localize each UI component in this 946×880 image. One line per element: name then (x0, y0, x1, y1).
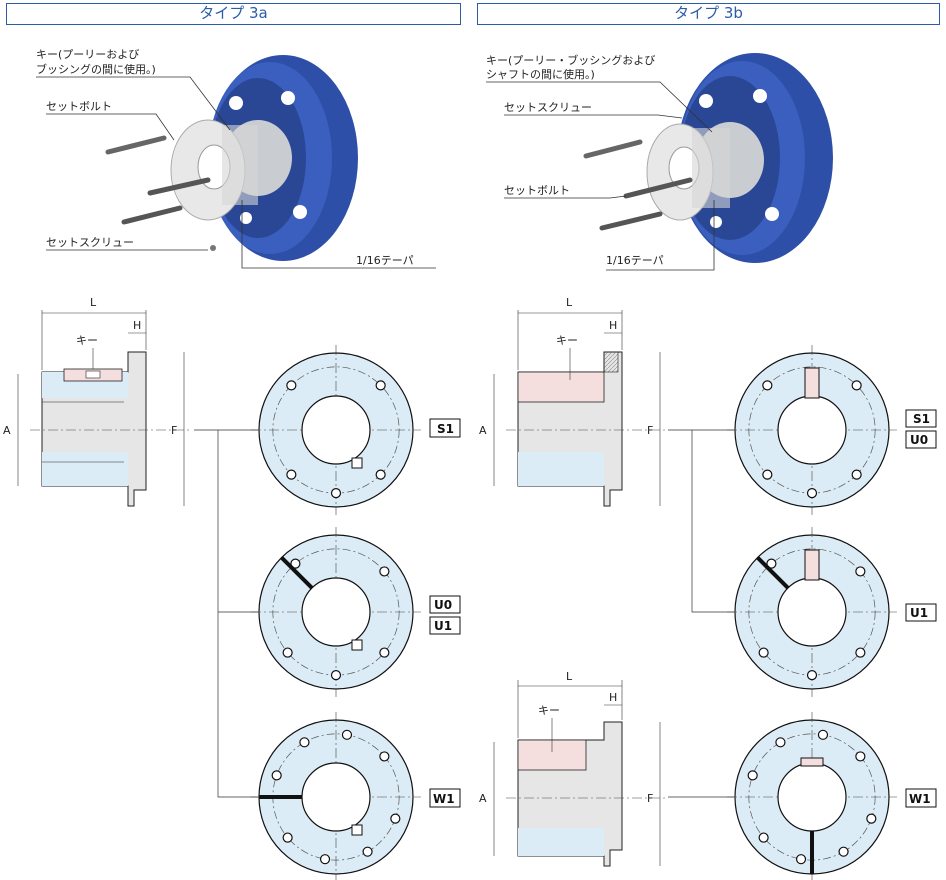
type-3b-illustration (583, 53, 833, 263)
code-u1-3b: U1 (910, 606, 928, 620)
code-u1-3a: U1 (434, 619, 452, 633)
disc-3b-u1 (727, 527, 897, 697)
disc-3a-s1 (251, 345, 421, 515)
type-3b-bottom-key-label: キー (538, 704, 560, 717)
type-3b-top-key-label: キー (556, 334, 578, 347)
type-3a-taper-label: 1/16テーパ (356, 254, 414, 267)
code-w1-3b: W1 (909, 792, 931, 806)
type-3b-key-note-2: シャフトの間に使用。) (486, 68, 595, 81)
type-3b-bottom-dim-H: H (609, 691, 617, 704)
disc-3a-w1 (251, 712, 421, 880)
type-3b-section-view-bottom: L H キー A F (479, 670, 666, 867)
type-3a-section-view: L H キー A F (3, 296, 190, 507)
type-3b-top-dim-L: L (566, 296, 573, 309)
code-labels: S1 U0 U1 W1 S1 U0 U1 W1 (429, 409, 937, 808)
code-u0-3b: U0 (910, 433, 928, 447)
type-3b-set-screw-label: セットスクリュー (504, 101, 592, 114)
type-3b-key-note-1: キー(プーリー・ブッシングおよび (486, 53, 655, 67)
disc-3b-w1 (727, 712, 897, 880)
code-w1-3a: W1 (433, 792, 455, 806)
type-3b-bottom-dim-F: F (647, 792, 653, 805)
type-3a-set-screw-label: セットスクリュー (46, 236, 134, 249)
disc-3a-u (251, 527, 421, 697)
type-3a-title: タイプ 3a (6, 3, 461, 25)
type-3a-dim-H: H (133, 319, 141, 332)
code-s1-3a: S1 (437, 422, 454, 436)
type-3a-callouts: キー(プーリーおよび ブッシングの間に使用。) セットボルト セットスクリュー … (36, 48, 436, 269)
type-3a-set-bolt-label: セットボルト (46, 100, 112, 113)
type-3a-key-note-1: キー(プーリーおよび (36, 48, 139, 61)
type-3b-top-dim-F: F (647, 424, 653, 437)
type-3a-key-dim-label: キー (76, 334, 98, 347)
type-3a-dim-L: L (90, 296, 97, 309)
type-3b-callouts: キー(プーリー・ブッシングおよび シャフトの間に使用。) セットスクリュー セッ… (486, 53, 715, 271)
type-3b-taper-label: 1/16テーパ (606, 254, 664, 267)
type-3a-dim-F: F (171, 424, 177, 437)
type-3a-dim-A: A (3, 424, 11, 437)
type-3b-top-dim-A: A (479, 424, 487, 437)
type-3b-bottom-dim-L: L (566, 670, 573, 683)
type-3b-section-view-top: L H キー A F (479, 296, 666, 507)
end-views (251, 345, 897, 880)
code-u0-3a: U0 (434, 598, 452, 612)
connector-lines (194, 429, 734, 798)
type-3a-key-note-2: ブッシングの間に使用。) (36, 62, 156, 76)
type-3b-bottom-dim-A: A (479, 792, 487, 805)
code-s1-3b: S1 (913, 412, 930, 426)
type-3b-title: タイプ 3b (477, 3, 940, 25)
disc-3b-s1 (727, 345, 897, 515)
type-3b-set-bolt-label: セットボルト (504, 184, 570, 197)
type-3b-top-dim-H: H (609, 319, 617, 332)
type-3a-illustration (105, 55, 358, 261)
